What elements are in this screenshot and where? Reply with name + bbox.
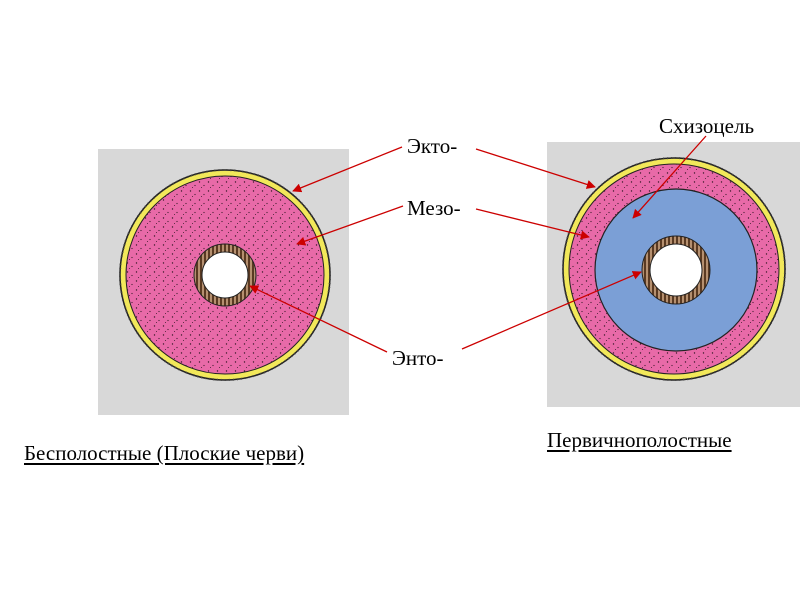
label-ento: Энто- bbox=[392, 346, 444, 370]
label-ecto: Экто- bbox=[407, 134, 457, 158]
caption-pseudocoelomate: Первичнополостные bbox=[547, 428, 732, 453]
acoelomate-diagram bbox=[98, 149, 349, 415]
label-schizocoel: Схизоцель bbox=[659, 114, 754, 138]
pseudocoelomate-diagram bbox=[547, 142, 800, 407]
left-gut-lumen bbox=[202, 252, 248, 298]
label-meso: Мезо- bbox=[407, 196, 461, 220]
right-gut-lumen bbox=[650, 244, 702, 296]
caption-acoelomate: Бесполостные (Плоские черви) bbox=[24, 441, 304, 466]
